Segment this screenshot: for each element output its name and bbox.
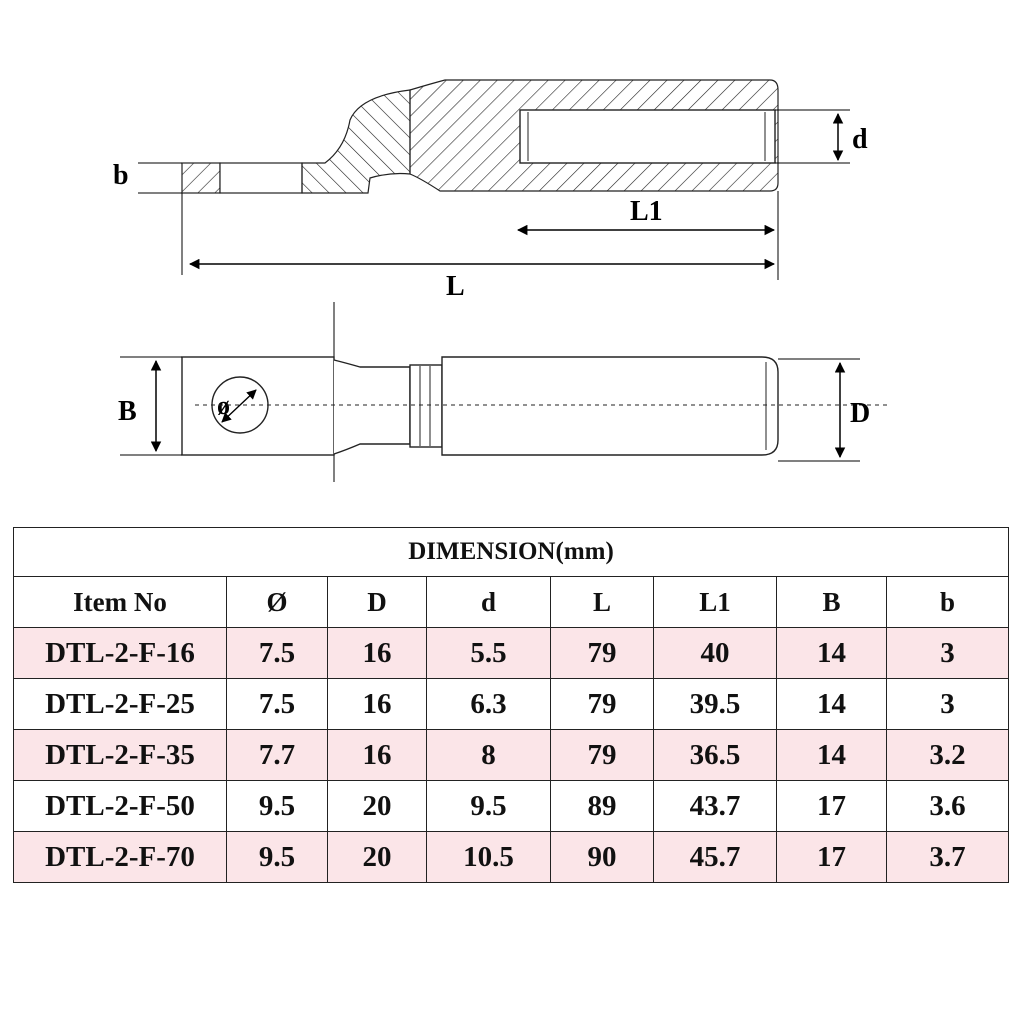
label-big-d: D: [850, 398, 870, 429]
diameter-symbol: ø: [217, 391, 230, 420]
col-header-big-b: B: [776, 576, 887, 628]
cell: 16: [327, 729, 427, 781]
col-header-small-b: b: [885, 576, 1010, 628]
table-row: DTL-2-F-70 9.5 20 10.5 90 45.7 17 3.7: [13, 831, 1010, 883]
neck-hatch: [301, 89, 411, 194]
cell: 14: [776, 627, 887, 679]
label-l: L: [446, 271, 465, 302]
table-title: DIMENSION(mm): [12, 527, 1010, 577]
col-header-l: L: [550, 576, 654, 628]
cell: 90: [550, 831, 654, 883]
cell: 3.6: [885, 780, 1010, 832]
table-row: DTL-2-F-50 9.5 20 9.5 89 43.7 17 3.6: [13, 780, 1010, 832]
cell: 79: [550, 678, 654, 730]
cell: 9.5: [226, 780, 328, 832]
tab-hatch: [181, 162, 221, 194]
cell: 5.5: [426, 627, 551, 679]
cell: 17: [776, 780, 887, 832]
col-header-small-d: d: [426, 576, 551, 628]
cell: 3.7: [885, 831, 1010, 883]
cell-item-no: DTL-2-F-25: [13, 678, 227, 730]
cell: 79: [550, 729, 654, 781]
cell: 45.7: [653, 831, 777, 883]
table-row: DTL-2-F-35 7.7 16 8 79 36.5 14 3.2: [13, 729, 1010, 781]
label-b: b: [113, 160, 129, 191]
ring-band: [409, 364, 443, 448]
tab-plain: [219, 162, 303, 194]
table-row: DTL-2-F-16 7.5 16 5.5 79 40 14 3: [13, 627, 1010, 679]
dimension-table: DIMENSION(mm) Item No Ø D d L L1 B b DTL…: [12, 527, 1010, 883]
cell: 3.2: [885, 729, 1010, 781]
cell: 36.5: [653, 729, 777, 781]
cell: 40: [653, 627, 777, 679]
cell: 7.7: [226, 729, 328, 781]
cell-item-no: DTL-2-F-16: [13, 627, 227, 679]
cell: 9.5: [426, 780, 551, 832]
cell: 9.5: [226, 831, 328, 883]
cell: 14: [776, 729, 887, 781]
cell: 14: [776, 678, 887, 730]
side-view: b d L1 L: [113, 79, 868, 302]
table-header-row: Item No Ø D d L L1 B b: [13, 576, 1010, 628]
cell: 20: [327, 831, 427, 883]
cell: 6.3: [426, 678, 551, 730]
col-header-l1: L1: [653, 576, 777, 628]
cell: 43.7: [653, 780, 777, 832]
cell-item-no: DTL-2-F-50: [13, 780, 227, 832]
cell: 8: [426, 729, 551, 781]
label-l1: L1: [630, 196, 663, 227]
cell: 3: [885, 627, 1010, 679]
cell: 3: [885, 678, 1010, 730]
cell: 17: [776, 831, 887, 883]
barrel-top: [441, 356, 779, 456]
cell: 7.5: [226, 627, 328, 679]
cell: 79: [550, 627, 654, 679]
top-view: ø B D: [118, 302, 890, 482]
cell-item-no: DTL-2-F-35: [13, 729, 227, 781]
cell: 16: [327, 678, 427, 730]
label-d: d: [852, 124, 868, 155]
col-header-item-no: Item No: [13, 576, 227, 628]
cell: 39.5: [653, 678, 777, 730]
technical-drawing: b d L1 L ø: [113, 79, 890, 482]
cell: 7.5: [226, 678, 328, 730]
cell-item-no: DTL-2-F-70: [13, 831, 227, 883]
cell: 89: [550, 780, 654, 832]
cell: 10.5: [426, 831, 551, 883]
col-header-big-d: D: [327, 576, 427, 628]
bore-hole: [519, 109, 776, 164]
col-header-diameter: Ø: [226, 576, 328, 628]
cell: 16: [327, 627, 427, 679]
cell: 20: [327, 780, 427, 832]
label-big-b: B: [118, 396, 137, 427]
table-row: DTL-2-F-25 7.5 16 6.3 79 39.5 14 3: [13, 678, 1010, 730]
